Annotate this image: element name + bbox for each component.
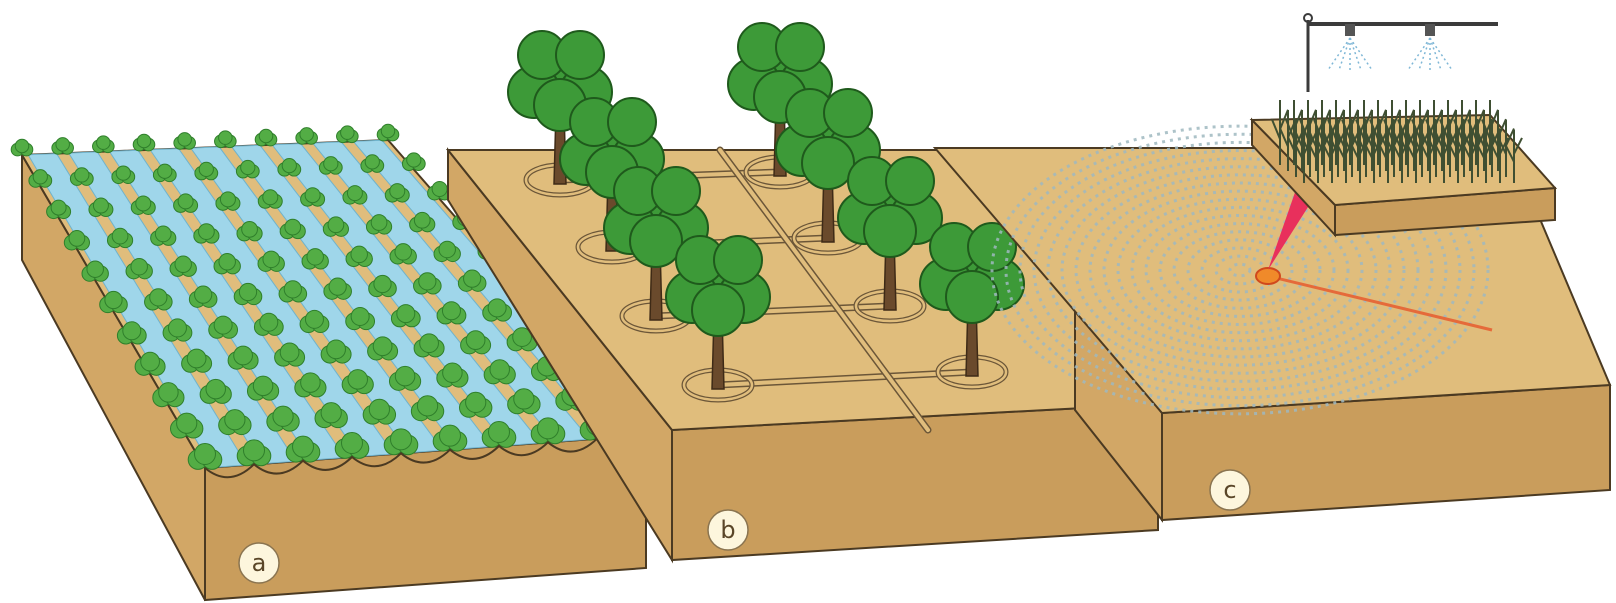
tree-foliage <box>608 98 656 146</box>
tree-foliage <box>824 89 872 137</box>
label-a: a <box>239 543 279 583</box>
water-jet <box>1430 38 1452 70</box>
crop-plant <box>402 153 425 171</box>
nozzle-body <box>1425 24 1435 36</box>
crop-plant <box>377 124 399 141</box>
nozzle-body <box>1345 24 1355 36</box>
sprinkler-head <box>1256 268 1280 284</box>
tree-foliage <box>630 215 682 267</box>
crop-plant <box>133 134 155 151</box>
label-a-text: a <box>252 549 267 577</box>
crop-plant <box>296 128 318 145</box>
water-jet <box>1408 38 1430 70</box>
crop-plant <box>174 133 196 150</box>
tree-foliage <box>714 236 762 284</box>
water-jet <box>1350 38 1361 70</box>
water-jet <box>1339 38 1350 70</box>
sprinkler-nozzles <box>1328 24 1452 70</box>
label-c-text: c <box>1223 476 1236 504</box>
crop-plant <box>337 126 359 143</box>
tree-foliage <box>652 167 700 215</box>
tree-foliage <box>556 31 604 79</box>
label-b-text: b <box>720 516 735 544</box>
tree-foliage <box>802 137 854 189</box>
sprinkler-nozzle <box>1408 24 1452 70</box>
water-jet <box>1350 38 1372 70</box>
sprinkler-nozzle <box>1328 24 1372 70</box>
tree-foliage <box>692 284 744 336</box>
crop-plant <box>215 131 237 148</box>
label-c: c <box>1210 470 1250 510</box>
crop-plant <box>255 129 277 146</box>
tree-foliage <box>886 157 934 205</box>
crop-plant <box>11 139 33 156</box>
water-jet <box>1430 38 1441 70</box>
tree-foliage <box>864 205 916 257</box>
tree-foliage <box>946 271 998 323</box>
water-jet <box>1328 38 1350 70</box>
water-jet <box>1419 38 1430 70</box>
label-b: b <box>708 510 748 550</box>
tree-foliage <box>776 23 824 71</box>
crop-plant <box>93 136 115 153</box>
crop-plant <box>52 138 74 155</box>
